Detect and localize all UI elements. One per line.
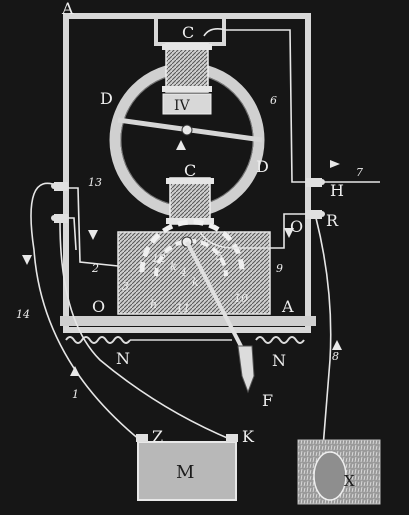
label-h: H	[330, 181, 344, 200]
top-coil-cap	[162, 44, 212, 50]
battery-m	[137, 441, 237, 501]
num-6: 6	[270, 94, 277, 107]
wire-2	[66, 217, 77, 251]
label-k: K	[242, 427, 255, 446]
iv-block	[162, 93, 212, 115]
wire-13	[66, 187, 119, 267]
current-arrows	[22, 140, 342, 376]
terminal-2	[51, 214, 68, 223]
label-n-left: N	[116, 349, 130, 368]
num-13: 13	[88, 176, 102, 189]
label-o-left: O	[92, 297, 105, 316]
wire-6	[203, 28, 312, 183]
label-r: R	[326, 211, 339, 230]
switch-rod	[185, 241, 246, 353]
main-frame	[63, 13, 311, 333]
num-1: 1	[72, 388, 79, 401]
wire-1	[59, 221, 233, 441]
label-k-2: k	[192, 276, 199, 289]
earth-plate-x	[313, 451, 347, 501]
label-f: F	[262, 391, 273, 410]
label-z: Z	[152, 427, 163, 446]
num-12: 12	[152, 252, 166, 265]
top-coil	[165, 43, 209, 93]
label-k-1: k	[170, 260, 177, 273]
arrow-13	[88, 230, 98, 240]
wire-8	[315, 217, 332, 461]
lever-pivot	[181, 124, 193, 136]
terminal-r	[306, 210, 325, 219]
arrow-8	[332, 340, 342, 350]
label-m: M	[176, 462, 194, 483]
commutator-block	[117, 231, 271, 315]
label-c-bottom: C	[184, 161, 196, 180]
num-5: 5	[216, 250, 223, 263]
bottom-coil-base	[166, 218, 214, 224]
label-a-top: A	[61, 0, 74, 18]
bottom-coil-cap	[166, 178, 214, 184]
label-x: X	[344, 472, 355, 490]
label-n-right: N	[272, 351, 286, 370]
num-2: 2	[91, 262, 99, 275]
label-d-right: D	[256, 157, 269, 176]
num-7: 7	[356, 166, 363, 179]
label-c-top: C	[182, 23, 194, 42]
arrow-14	[22, 255, 32, 265]
top-coil-base	[162, 86, 212, 92]
terminal-z	[136, 434, 148, 442]
terminal-k	[226, 434, 238, 442]
terminal-13	[51, 182, 68, 191]
spring-right	[255, 336, 305, 344]
num-8: 8	[332, 350, 339, 363]
num-3: 3	[122, 280, 129, 293]
num-14: 14	[16, 308, 30, 321]
num-10: 10	[234, 292, 248, 305]
arrow-ring	[176, 140, 186, 150]
num-4: 4	[179, 266, 187, 279]
label-o-right: O	[290, 217, 303, 236]
arrow-9	[284, 228, 294, 238]
base-plate	[60, 316, 316, 326]
wire-14	[30, 182, 141, 441]
spring-left	[65, 336, 131, 344]
arrow-1	[70, 366, 80, 376]
label-d-left: D	[100, 89, 113, 108]
terminal-h	[306, 178, 325, 187]
label-h-lower: h	[150, 298, 157, 311]
switch-handle	[237, 345, 255, 394]
num-9: 9	[276, 262, 283, 275]
label-a-right: A	[281, 297, 294, 316]
bottom-coil	[169, 177, 211, 225]
wire-9	[199, 213, 312, 249]
contact-arc-outer	[139, 219, 245, 273]
arrow-7	[330, 160, 340, 168]
label-iv: IV	[174, 98, 191, 114]
num-11: 11	[176, 302, 190, 315]
